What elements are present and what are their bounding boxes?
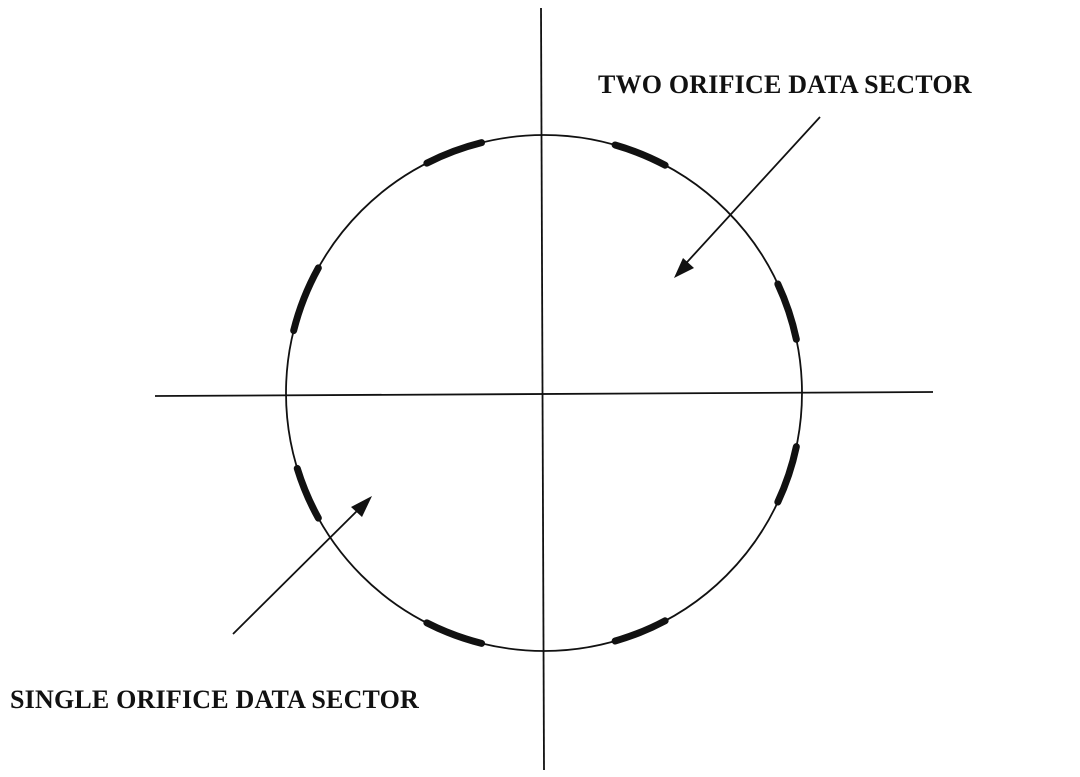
orifice-arc-segment (423, 139, 486, 167)
circle-outline (285, 134, 803, 652)
single-orifice-arrow (232, 496, 372, 635)
two-orifice-label: TWO ORIFICE DATA SECTOR (598, 70, 972, 99)
orifice-arc-segment (611, 141, 669, 169)
orifice-arc-segment (293, 464, 322, 522)
two-orifice-arrowhead (674, 258, 694, 278)
orifice-arc-segment (423, 619, 486, 647)
orifice-arc-segment (774, 280, 800, 343)
orifice-arc-segment (774, 443, 800, 506)
orifice-arc-group (290, 139, 800, 647)
horizontal-axis (154, 391, 934, 397)
vertical-axis (540, 7, 545, 771)
orifice-arc-segment (611, 617, 669, 645)
single-orifice-label: SINGLE ORIFICE DATA SECTOR (10, 685, 419, 714)
two-orifice-arrow (674, 116, 821, 278)
single-orifice-arrowhead (351, 496, 372, 517)
orifice-arc-segment (290, 264, 322, 335)
